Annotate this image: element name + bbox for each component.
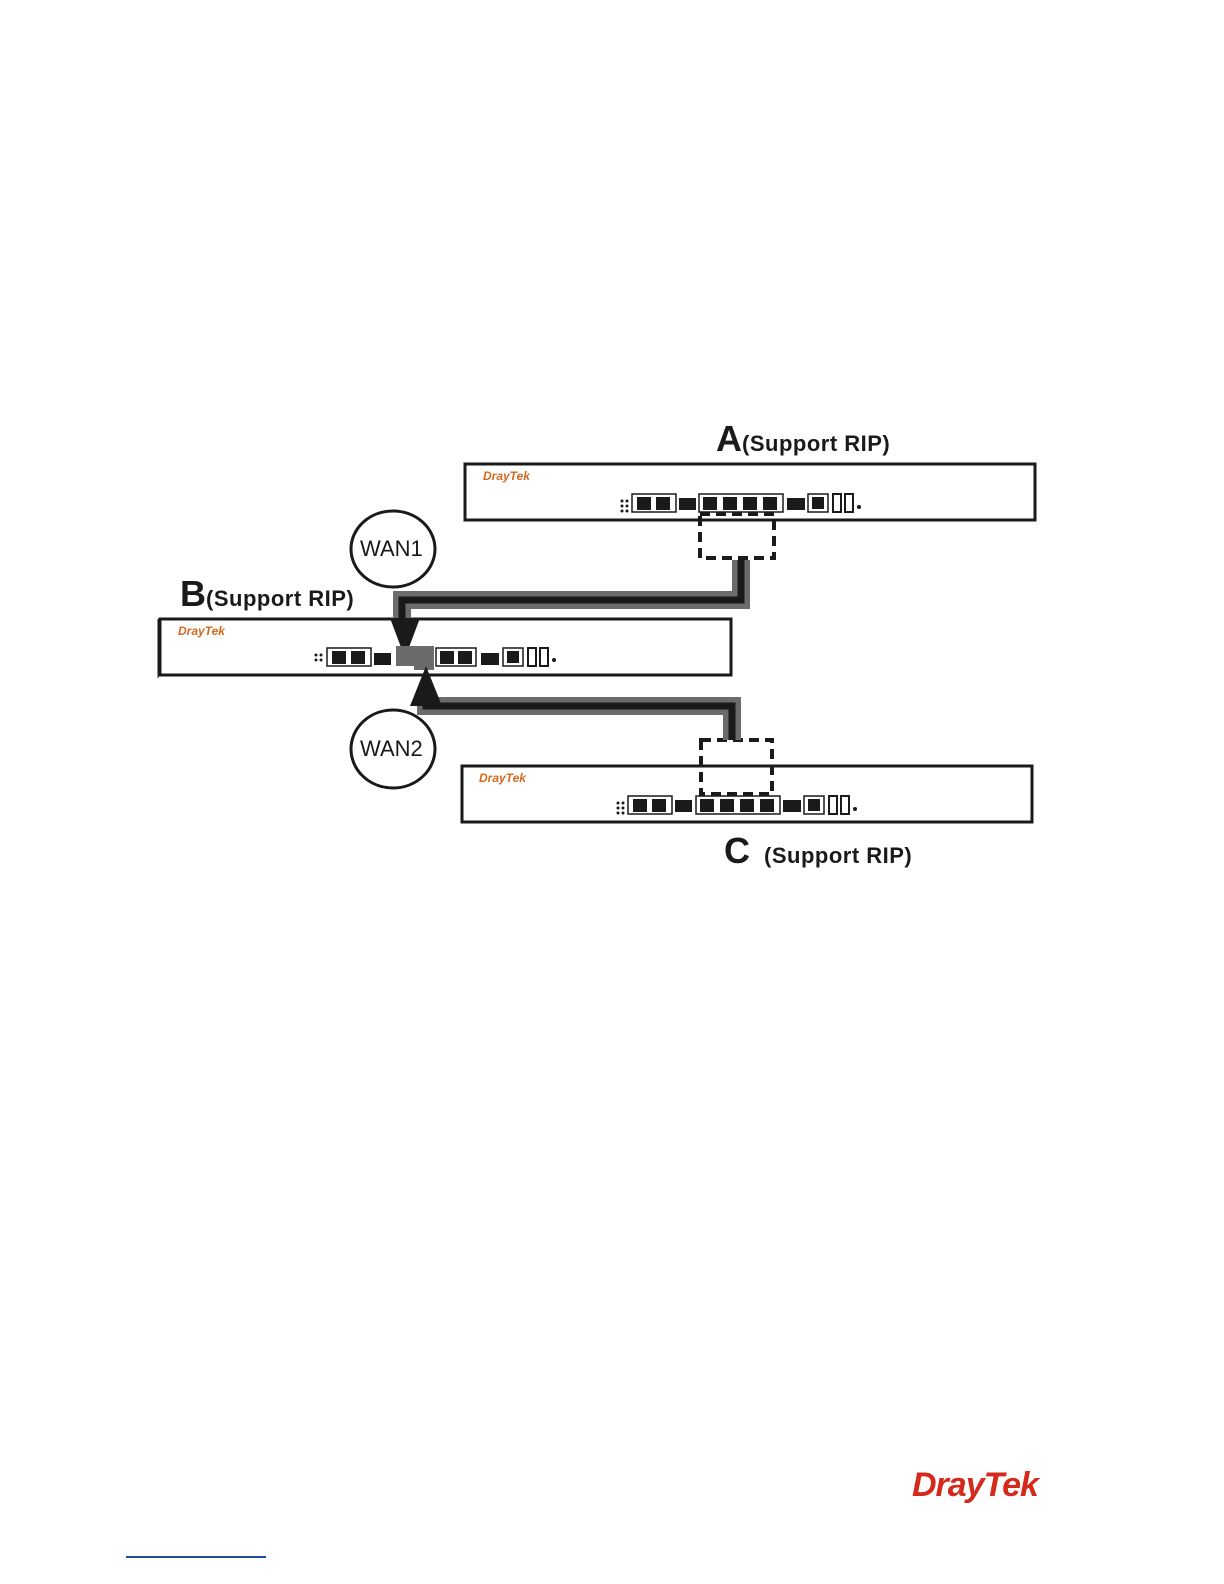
router-b-device [158, 619, 731, 678]
router-c-device [462, 740, 1032, 822]
router-c-tag: (Support RIP) [764, 843, 912, 868]
router-c-letter: C [724, 830, 750, 871]
router-a-device [465, 464, 1035, 558]
router-a-letter: A [716, 418, 742, 459]
router-a-brand-logo: DrayTek [483, 469, 530, 483]
router-b-brand-logo: DrayTek [178, 624, 225, 638]
router-a-tag: (Support RIP) [742, 431, 890, 456]
router-a-label: A(Support RIP) [716, 418, 890, 460]
router-b-letter: B [180, 573, 206, 614]
router-b-tag: (Support RIP) [206, 586, 354, 611]
footer-rule [126, 1556, 266, 1558]
footer-brand-logo: DrayTek [912, 1466, 1038, 1505]
wan1-label: WAN1 [360, 536, 423, 562]
wan2-label: WAN2 [360, 736, 423, 762]
router-c-label: C (Support RIP) [724, 830, 912, 872]
router-b-label: B(Support RIP) [180, 573, 354, 615]
router-c-brand-logo: DrayTek [479, 771, 526, 785]
